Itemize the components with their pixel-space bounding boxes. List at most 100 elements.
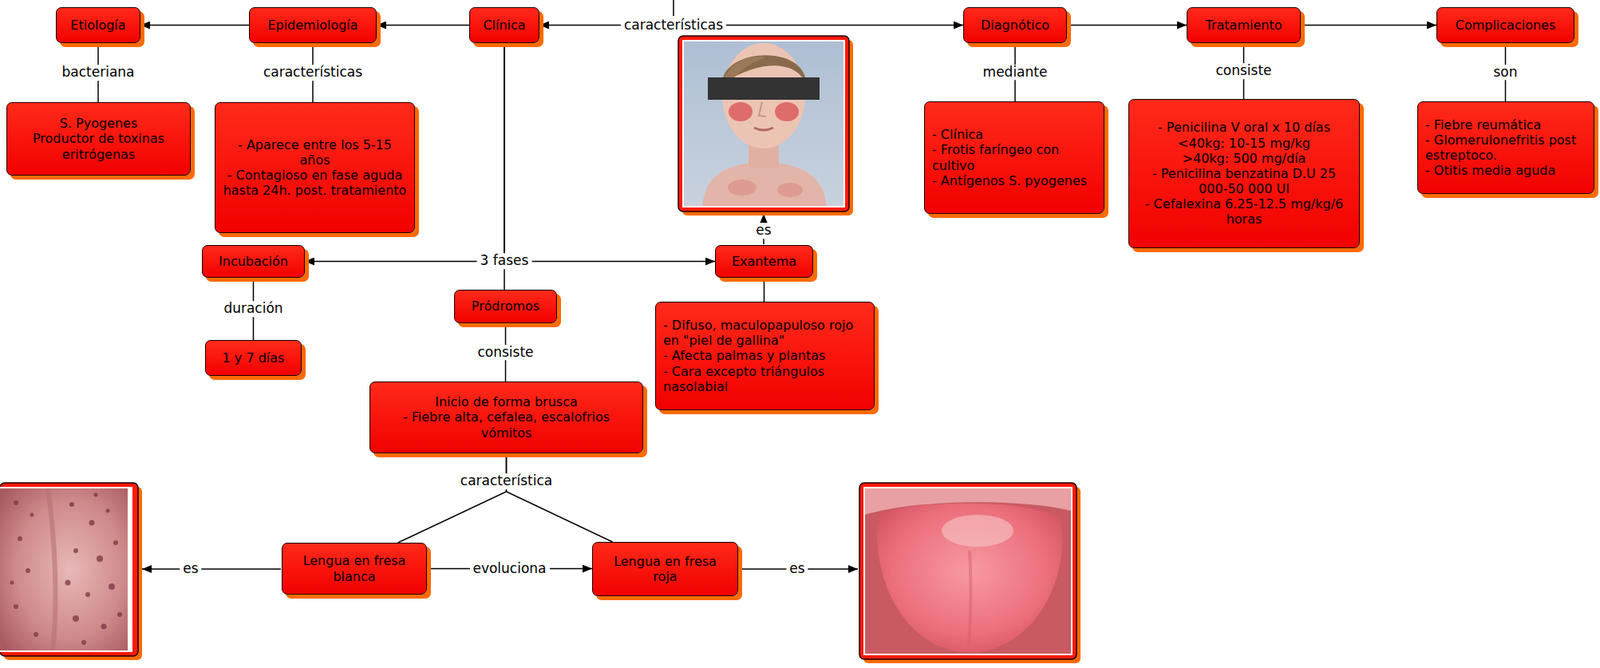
illustration-part: [69, 501, 75, 507]
illustration-part: [859, 482, 1077, 660]
edge-label: características: [620, 17, 727, 34]
box-text-line: - Otitis media aguda: [1425, 162, 1587, 178]
concept-box: Tratamiento: [1186, 7, 1301, 44]
illustration-part: [0, 482, 139, 656]
illustration-part: [13, 500, 19, 506]
concept-box: Lengua en fresa blanca: [281, 542, 427, 595]
illustration-part: [65, 580, 72, 586]
box-text: Pródromos: [462, 298, 550, 314]
box-text: S. Pyogenes: [14, 115, 183, 131]
illustration-part: [113, 540, 119, 546]
concept-box: Clínica: [469, 7, 540, 44]
edge-label: consiste: [1212, 63, 1275, 80]
concept-box: Complicaciones: [1436, 7, 1575, 44]
connector: [763, 277, 766, 302]
edge-label: mediante: [979, 64, 1051, 81]
connector: [398, 453, 507, 543]
illustration-part: [73, 548, 79, 554]
edge-label: característica: [457, 473, 556, 490]
box-text: Lengua en fresa roja: [600, 553, 731, 585]
box-text-line: <40kg: 10-15 mg/kg: [1136, 135, 1352, 151]
boy-photo: [678, 35, 854, 216]
illustration-part: [108, 583, 115, 590]
illustration-part: [89, 520, 95, 526]
connector: [506, 453, 613, 542]
edge-label: bacteriana: [58, 64, 138, 81]
illustration-part: [865, 488, 1071, 654]
illustration-part: [728, 102, 753, 122]
connector: [140, 24, 249, 27]
illustration-part: [33, 632, 39, 637]
box-text-line: - Cefalexina 6.25-12.5 mg/kg/6 horas: [1136, 196, 1352, 227]
connector: [376, 24, 470, 27]
box-text: Incubación: [209, 253, 297, 269]
illustration-part: [85, 592, 91, 597]
edge-label: consiste: [474, 344, 537, 361]
illustration-part: [47, 488, 56, 651]
white-tongue-photo: [0, 482, 143, 660]
illustration-part: [865, 488, 1071, 654]
illustration-part: [101, 624, 107, 630]
edge-label: características: [260, 64, 366, 81]
box-text: Clínica: [477, 17, 532, 33]
illustration-part: [707, 77, 820, 100]
leader-label: es: [752, 222, 775, 239]
illustration-part: [968, 550, 972, 647]
box-text-line: - Glomerulonefritis post estreptoco.: [1425, 132, 1587, 163]
box-text: - Penicilina V oral x 10 días: [1136, 119, 1352, 135]
box-text: Lengua en fresa blanca: [289, 553, 419, 584]
box-text: - Aparece entre los 5-15 años: [222, 137, 407, 168]
box-text-line: - Afecta palmas y plantas: [663, 347, 867, 364]
edge-label: son: [1489, 64, 1521, 81]
illustration-part: [17, 536, 23, 542]
illustration-part: [682, 39, 854, 216]
illustration-part: [877, 503, 1063, 653]
box-text-line: - Fiebre alta, cefalea, escalofrios vómi…: [377, 409, 636, 440]
concept-box: Inicio de forma brusca- Fiebre alta, cef…: [369, 381, 644, 454]
edge-label: evoluciona: [469, 560, 550, 577]
box-text-line: - Penicilina benzatina D.U 25 000-50 000…: [1136, 165, 1352, 197]
concept-box: - Clínica- Frotis faríngeo con cultivo- …: [924, 101, 1105, 214]
box-text: - Fiebre reumática: [1425, 117, 1587, 133]
illustration-part: [863, 486, 1081, 664]
illustration-part: [702, 161, 827, 206]
illustration-part: [683, 41, 844, 206]
concept-box: Diagnótico: [963, 7, 1067, 44]
illustration-part: [774, 102, 799, 122]
illustration-part: [863, 486, 1073, 656]
connector: [504, 43, 716, 262]
illustration-part: [777, 182, 803, 198]
leader-arrow: [142, 568, 281, 570]
box-text-line: - Antígenos S. pyogenes: [932, 173, 1097, 189]
box-text-line: - Contagioso en fase aguda hasta 24h. po…: [222, 167, 407, 198]
edge-label: 3 fases: [477, 252, 533, 269]
box-text: Complicaciones: [1444, 17, 1567, 33]
illustration-part: [0, 488, 128, 651]
illustration-part: [727, 179, 757, 196]
red-tongue-photo: [859, 482, 1081, 664]
illustration-part: [81, 640, 87, 645]
illustration-part: [94, 493, 99, 498]
concept-box: Exantema: [715, 244, 814, 278]
illustration-part: [0, 486, 133, 652]
connector: [539, 24, 964, 27]
connector: [1300, 24, 1437, 27]
leader-label: es: [786, 560, 808, 577]
leader-label: es: [179, 560, 202, 577]
concept-box: - Aparece entre los 5-15 años- Contagios…: [214, 102, 415, 234]
box-text: Etiología: [63, 17, 133, 33]
concept-box: - Penicilina V oral x 10 días<40kg: 10-1…: [1128, 98, 1360, 249]
illustration-part: [678, 35, 850, 212]
illustration-part: [754, 127, 774, 131]
illustration-part: [0, 488, 128, 651]
illustration-part: [106, 509, 111, 514]
box-text: 1 y 7 días: [213, 350, 294, 366]
box-text: Diagnótico: [971, 17, 1059, 33]
box-text-line: >40kg: 500 mg/día: [1136, 150, 1352, 166]
concept-box: Incubación: [201, 244, 305, 278]
box-text-line: - Frotis faríngeo con cultivo: [932, 142, 1097, 173]
box-text: Epidemiología: [256, 17, 369, 33]
box-text: - Difuso, maculopapuloso rojo en "piel d…: [663, 317, 867, 348]
illustration-part: [10, 493, 123, 646]
illustration-part: [683, 41, 844, 206]
